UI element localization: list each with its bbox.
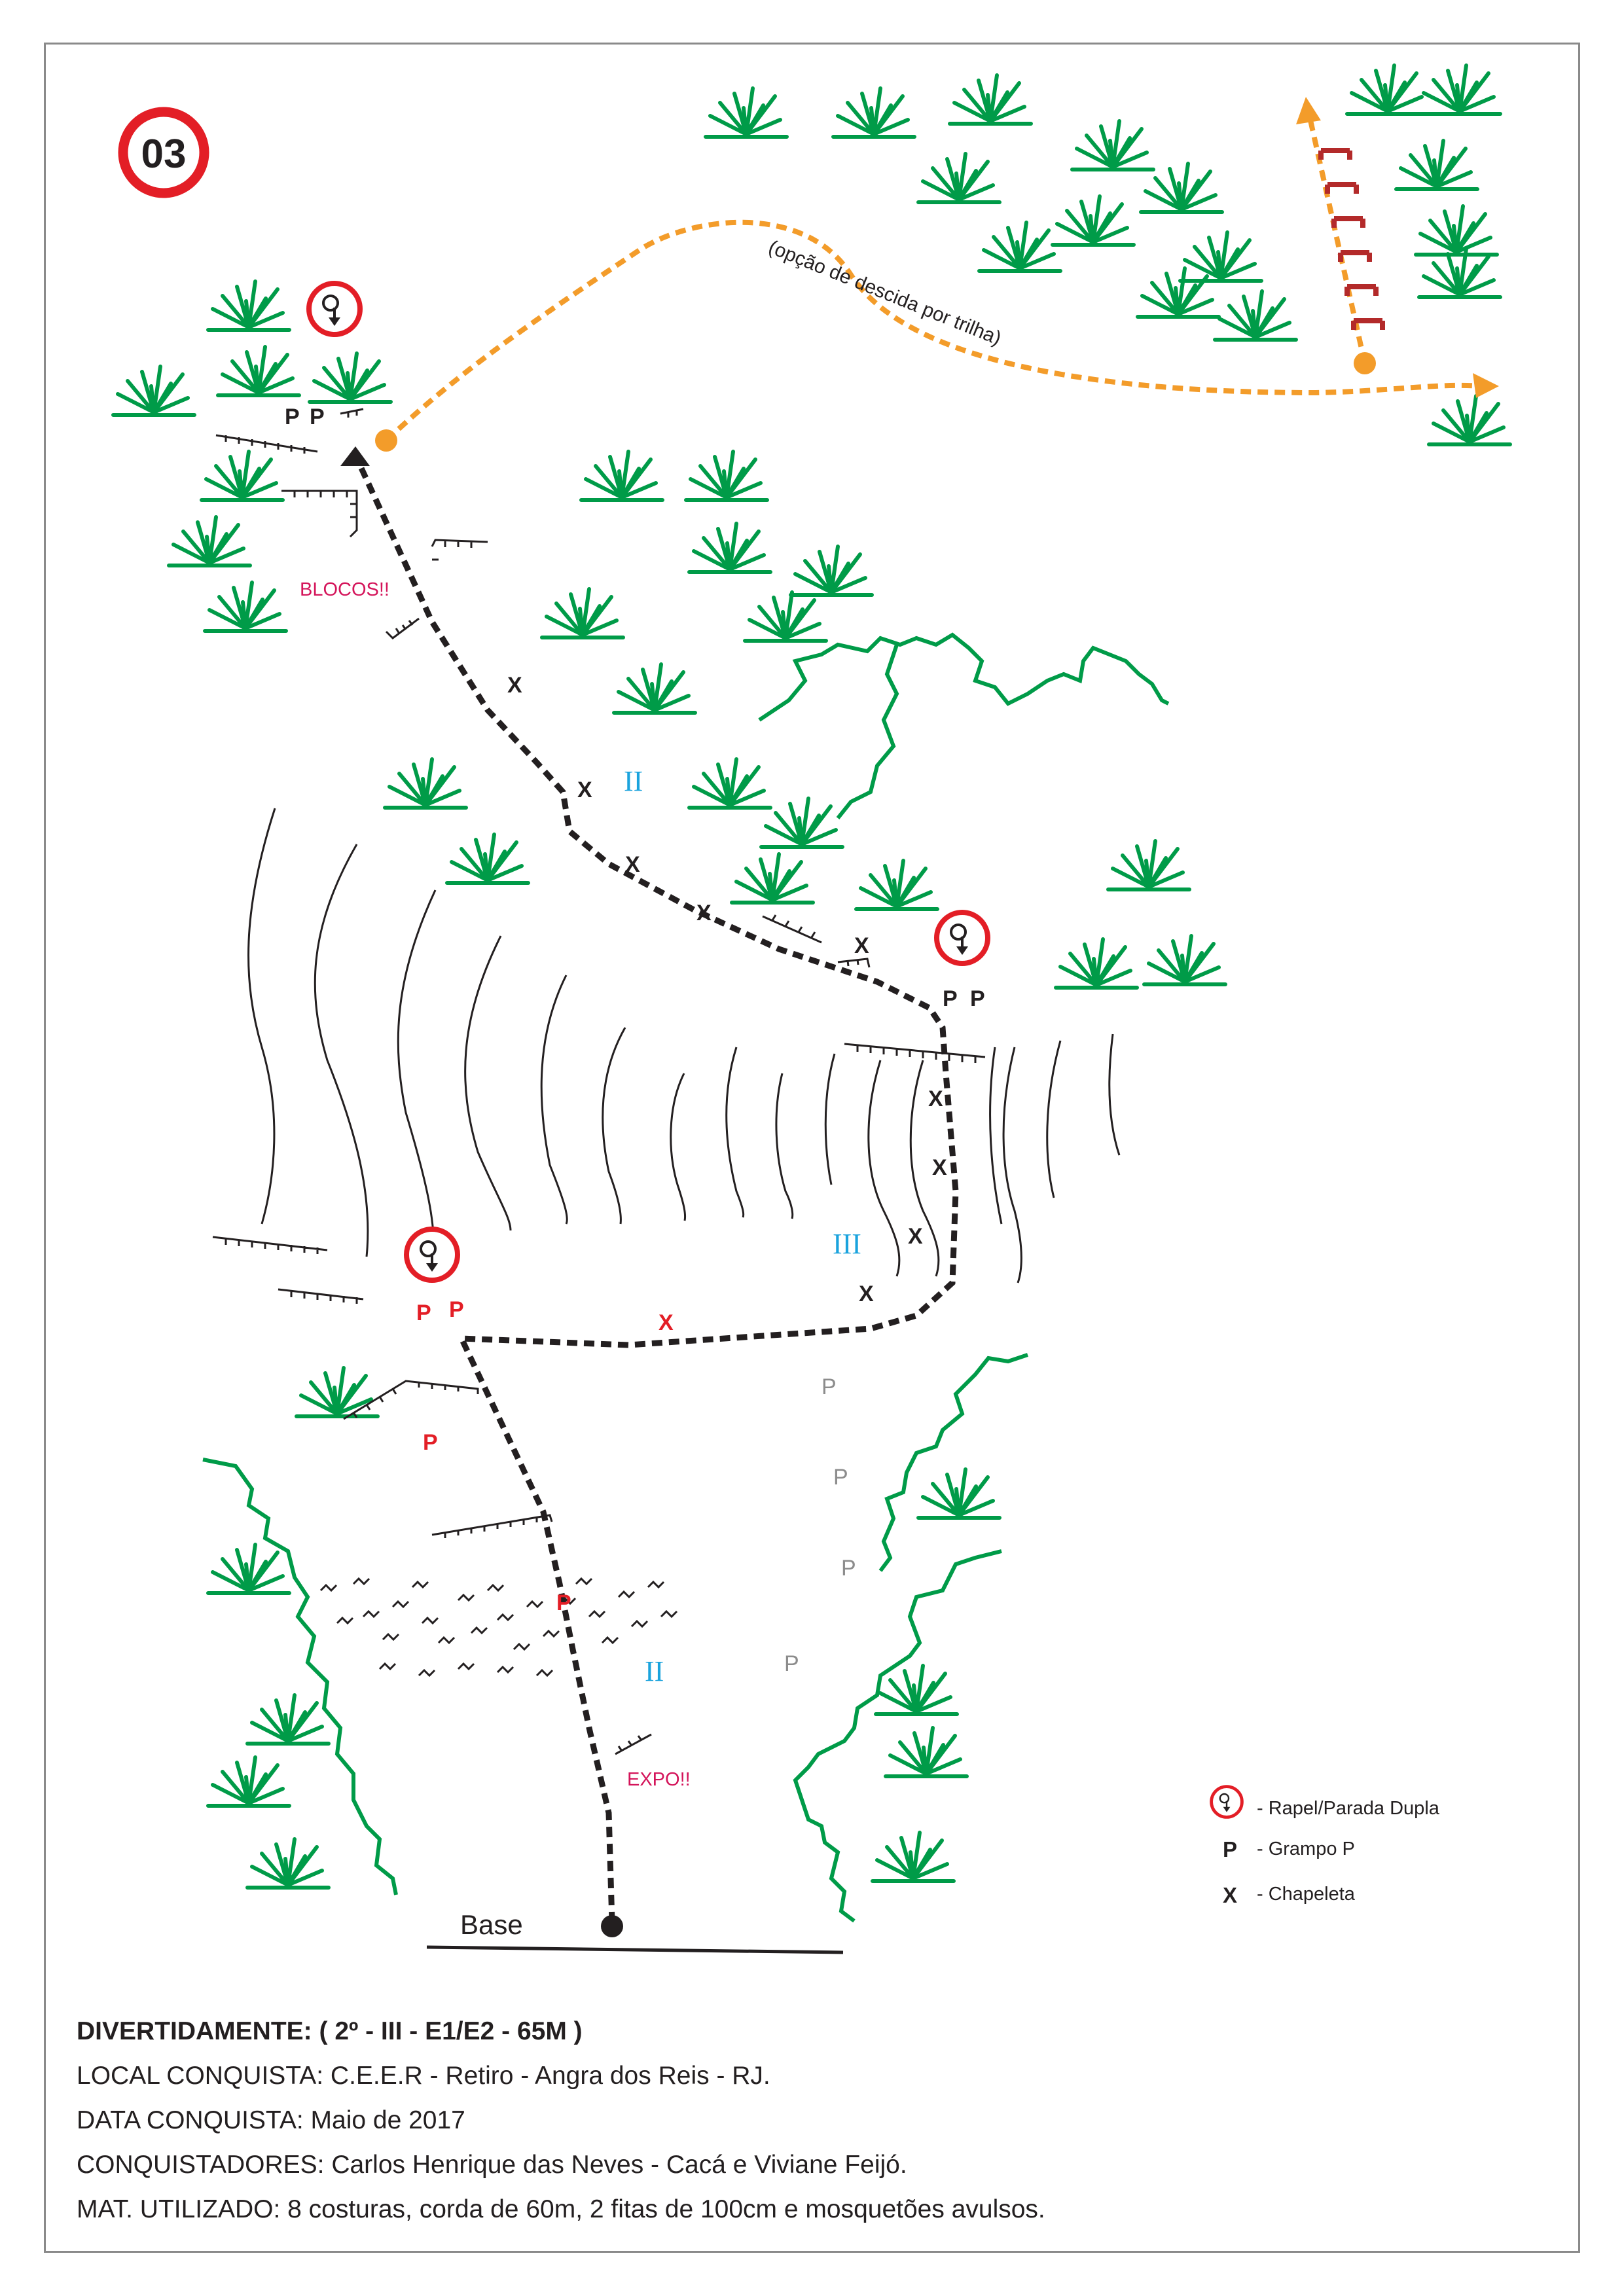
slab-contours: [247, 808, 1121, 1283]
route-line: [353, 457, 959, 1923]
bolt-marker: P: [943, 986, 958, 1011]
route-date: DATA CONQUISTA: Maio de 2017: [77, 2106, 465, 2134]
rappel-anchor-icon-middle: [937, 912, 988, 963]
rappel-anchor-icon-top: [309, 283, 360, 334]
bolt-markers: P P P P: [285, 404, 985, 1011]
bolt-marker: P: [285, 404, 300, 429]
hanger-marker: X: [854, 933, 869, 958]
hanger-marker: X: [507, 673, 522, 698]
rappel-anchor-icon-lower: [406, 1229, 458, 1280]
legend-hanger-label: - Chapeleta: [1257, 1884, 1356, 1905]
route-title: DIVERTIDAMENTE: ( 2º - III - E1/E2 - 65M…: [77, 2017, 583, 2045]
descent-trail: [384, 219, 1480, 442]
bolt-marker: P: [970, 986, 985, 1011]
trail-start-dot: [375, 429, 397, 452]
legend-bolt-symbol: P: [1223, 1837, 1237, 1861]
route-authors: CONQUISTADORES: Carlos Henrique das Neve…: [77, 2151, 907, 2179]
hanger-marker: X: [932, 1155, 947, 1180]
legend-rappel-label: - Rapel/Parada Dupla: [1257, 1798, 1440, 1819]
hanger-markers: X X X X X X X X X: [507, 673, 947, 1306]
route-material: MAT. UTILIZADO: 8 costuras, corda de 60m…: [77, 2195, 1045, 2223]
hanger-marker-red: X: [659, 1310, 674, 1335]
route-info: DIVERTIDAMENTE: ( 2º - III - E1/E2 - 65M…: [77, 2009, 1549, 2232]
exposure-warning: EXPO!!: [627, 1769, 691, 1790]
route-local: LOCAL CONQUISTA: C.E.E.R - Retiro - Angr…: [77, 2062, 770, 2090]
hanger-marker: X: [577, 778, 592, 802]
legend-hanger-symbol: X: [1223, 1883, 1237, 1907]
grade-pitch2: III: [833, 1228, 861, 1260]
route-number-badge: 03: [118, 107, 209, 198]
legend-bolt-label: - Grampo P: [1257, 1839, 1355, 1859]
hanger-marker: X: [625, 852, 640, 877]
trail-arrow-icon: [1473, 373, 1499, 398]
ladder-trail-arrow-icon: [1296, 97, 1321, 124]
overhang-marks: [212, 408, 986, 1755]
hanger-marker: X: [908, 1224, 923, 1249]
base-line: [426, 1945, 844, 1954]
legend-rappel-icon: [1212, 1787, 1242, 1818]
vegetation-edges: [202, 632, 1170, 1923]
vegetation: [113, 65, 1510, 1888]
hanger-marker: X: [859, 1282, 874, 1306]
legend: - Rapel/Parada Dupla P - Grampo P X - Ch…: [1212, 1787, 1440, 1907]
broken-rock-field: [319, 1577, 678, 1677]
base-label: Base: [460, 1909, 523, 1940]
old-bolt-marker: P: [841, 1556, 856, 1581]
grade-labels: II III II: [624, 765, 861, 1687]
route-start-dot: [601, 1915, 623, 1937]
hanger-marker: X: [928, 1086, 943, 1111]
grade-pitch1: II: [624, 765, 643, 797]
old-bolt-marker: P: [833, 1465, 848, 1490]
bolt-marker: P: [423, 1430, 438, 1455]
grade-pitch3: II: [645, 1655, 664, 1687]
ladder-icon: [1321, 151, 1382, 330]
ladder-trail-dot: [1354, 352, 1376, 374]
page-frame: [44, 43, 1580, 2253]
old-bolt-markers: P P P P: [784, 1374, 856, 1676]
bolt-marker: P: [449, 1297, 464, 1322]
blocks-warning: BLOCOS!!: [300, 579, 389, 600]
bolt-marker: P: [556, 1590, 571, 1615]
old-bolt-marker: P: [821, 1374, 837, 1399]
red-bolt-markers: P P P P: [416, 1297, 571, 1615]
hanger-marker: X: [696, 901, 712, 925]
route-end-arrow-icon: [340, 446, 370, 466]
route-number: 03: [141, 132, 187, 177]
bolt-marker: P: [310, 404, 325, 429]
descent-option-label: (opção de descida por trilha): [765, 236, 1004, 350]
bolt-marker: P: [416, 1300, 431, 1325]
old-bolt-marker: P: [784, 1651, 799, 1676]
